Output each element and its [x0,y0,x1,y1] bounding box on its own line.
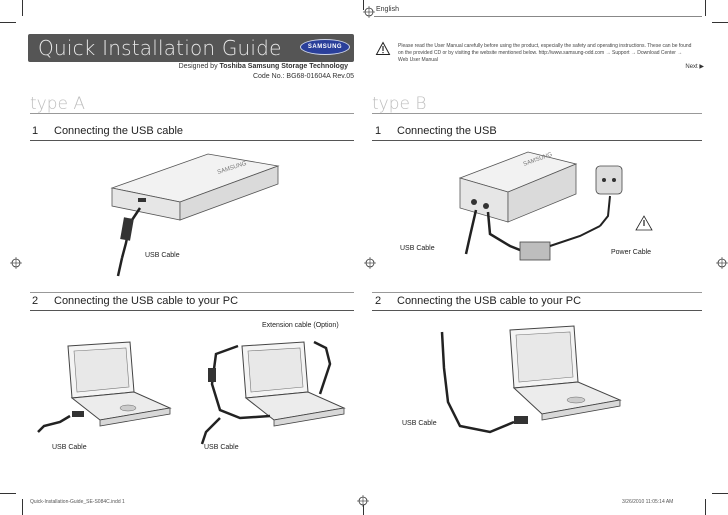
divider [30,292,354,293]
crop-mark [363,0,364,10]
code-number: Code No.: BG68-01604A Rev.05 [252,73,354,80]
registration-target-icon [364,257,376,269]
registration-target-icon [357,495,369,507]
step-title: Connecting the USB cable to your PC [397,295,582,307]
crop-mark [705,499,706,515]
divider [30,113,354,114]
usb-cable-label: USB Cable [402,420,437,427]
type-a-heading: type A [30,94,86,114]
registration-target-icon [363,6,375,18]
title-bar [28,34,354,62]
guide-title: Quick Installation Guide [38,36,282,60]
step-number: 1 [32,125,39,137]
power-cable-label: Power Cable [611,249,652,256]
registration-target-icon [10,257,22,269]
crop-mark [712,22,728,23]
laptop-illustration [37,341,172,433]
step-title: Connecting the USB [397,125,497,137]
crop-mark [705,0,706,16]
samsung-logo: SAMSUNG [300,39,350,55]
divider [372,292,702,293]
crop-mark [712,493,728,494]
designed-by: Designed by Toshiba Samsung Storage Tech… [178,63,348,70]
external-drive-illustration: SAMSUNG [458,151,653,261]
divider [372,113,702,114]
usb-cable-label: USB Cable [52,444,87,451]
step-number: 2 [32,295,39,307]
usb-cable-label: USB Cable [145,252,180,259]
divider [30,310,354,311]
crop-mark [22,499,23,515]
laptop-with-extension-illustration [200,340,346,445]
usb-cable-label: USB Cable [204,444,239,451]
warning-text: Please read the User Manual carefully be… [398,43,692,63]
laptop-illustration [440,325,622,434]
footer-file: Quick-Installation-Guide_SE-S084C.indd 1 [30,499,125,505]
divider [372,140,702,141]
step-number: 1 [375,125,382,137]
warning-icon [375,41,391,55]
step-title: Connecting the USB cable to your PC [54,295,239,307]
divider [372,310,702,311]
divider [30,140,354,141]
crop-mark [363,505,364,515]
crop-mark [0,493,16,494]
crop-mark [0,22,16,23]
step-number: 2 [375,295,382,307]
next-link[interactable]: Next ▶ [685,64,704,70]
crop-mark [22,0,23,16]
type-b-heading: type B [372,94,427,114]
registration-target-icon [716,257,728,269]
footer-timestamp: 3/26/2010 11:05:14 AM [622,499,674,505]
step-title: Connecting the USB cable [54,125,184,137]
divider [374,16,702,17]
extension-cable-label: Extension cable (Option) [262,322,339,329]
external-drive-illustration: SAMSUNG [110,153,280,277]
usb-cable-label: USB Cable [400,245,435,252]
language-label: English [376,6,399,13]
